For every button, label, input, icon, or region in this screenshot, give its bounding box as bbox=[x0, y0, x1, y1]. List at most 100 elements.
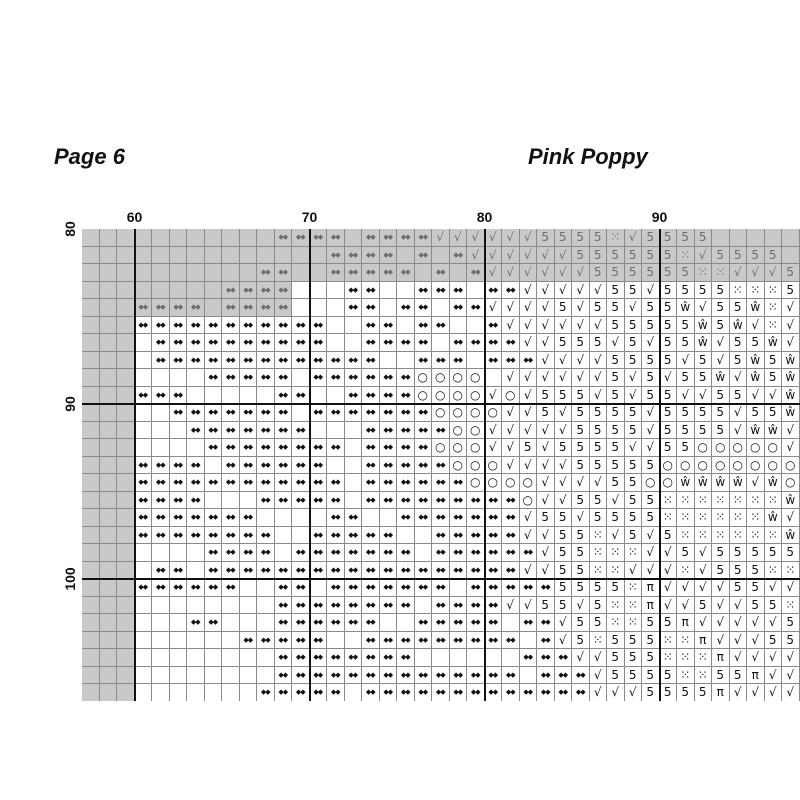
stitch-cell: ◆◆ bbox=[187, 509, 205, 527]
stitch-cell: ◆◆ bbox=[309, 544, 327, 562]
stitch-cell: ⁙ bbox=[607, 229, 625, 247]
stitch-cell bbox=[204, 281, 222, 299]
stitch-cell: √ bbox=[467, 246, 485, 264]
stitch-cell bbox=[82, 316, 100, 334]
stitch-cell: 5 bbox=[589, 229, 607, 247]
stitch-cell: 5 bbox=[642, 351, 660, 369]
stitch-cell: 5 bbox=[677, 281, 695, 299]
stitch-cell: 5 bbox=[554, 561, 572, 579]
stitch-cell bbox=[257, 246, 275, 264]
stitch-cell bbox=[82, 596, 100, 614]
stitch-cell: ◆◆ bbox=[362, 456, 380, 474]
stitch-cell: 5 bbox=[659, 526, 677, 544]
stitch-cell bbox=[82, 474, 100, 492]
stitch-cell bbox=[134, 684, 152, 701]
stitch-cell: ◆◆ bbox=[292, 561, 310, 579]
stitch-cell: 5 bbox=[624, 404, 642, 422]
stitch-cell: ⁙ bbox=[624, 596, 642, 614]
stitch-cell: ◆◆ bbox=[554, 649, 572, 667]
stitch-cell: ◆◆ bbox=[519, 351, 537, 369]
stitch-cell: 5 bbox=[747, 334, 765, 352]
stitch-cell: √ bbox=[554, 404, 572, 422]
stitch-cell: 5 bbox=[729, 386, 747, 404]
stitch-cell: ◆◆ bbox=[467, 614, 485, 632]
stitch-cell: √ bbox=[537, 544, 555, 562]
stitch-cell: 5 bbox=[624, 421, 642, 439]
stitch-cell: √ bbox=[764, 666, 782, 684]
stitch-cell: ◆◆ bbox=[432, 491, 450, 509]
stitch-cell: π bbox=[642, 596, 660, 614]
stitch-cell: ◆◆ bbox=[309, 614, 327, 632]
stitch-cell: ◆◆ bbox=[327, 666, 345, 684]
stitch-cell: ◆◆ bbox=[449, 544, 467, 562]
stitch-cell bbox=[432, 299, 450, 317]
stitch-cell: √ bbox=[747, 631, 765, 649]
stitch-cell bbox=[397, 246, 415, 264]
stitch-cell: ◆◆ bbox=[379, 526, 397, 544]
stitch-cell: ◆◆ bbox=[414, 666, 432, 684]
stitch-cell: ◆◆ bbox=[467, 509, 485, 527]
stitch-cell: ◆◆ bbox=[344, 264, 362, 282]
stitch-cell: ◆◆ bbox=[274, 439, 292, 457]
stitch-cell: ◆◆ bbox=[309, 474, 327, 492]
stitch-cell: 5 bbox=[624, 264, 642, 282]
stitch-cell: ◆◆ bbox=[222, 299, 240, 317]
stitch-cell: ◆◆ bbox=[239, 421, 257, 439]
stitch-cell: ◆◆ bbox=[362, 474, 380, 492]
stitch-cell: ◆◆ bbox=[152, 456, 170, 474]
stitch-cell: √ bbox=[624, 386, 642, 404]
stitch-cell: 5 bbox=[677, 334, 695, 352]
stitch-cell: 5 bbox=[659, 281, 677, 299]
stitch-cell: √ bbox=[729, 264, 747, 282]
stitch-cell: π bbox=[694, 631, 712, 649]
stitch-cell bbox=[117, 456, 135, 474]
stitch-cell: ◆◆ bbox=[432, 579, 450, 597]
stitch-cell: 5 bbox=[607, 316, 625, 334]
stitch-cell: 5 bbox=[782, 264, 800, 282]
stitch-cell: 5 bbox=[624, 491, 642, 509]
stitch-cell bbox=[204, 299, 222, 317]
stitch-cell: 5 bbox=[572, 579, 590, 597]
stitch-cell: ⁙ bbox=[677, 631, 695, 649]
stitch-cell: 5 bbox=[607, 264, 625, 282]
row-number: 90 bbox=[62, 396, 78, 412]
stitch-cell: 5 bbox=[589, 579, 607, 597]
stitch-cell: 5 bbox=[729, 561, 747, 579]
stitch-cell: 5 bbox=[764, 369, 782, 387]
stitch-cell: √ bbox=[519, 264, 537, 282]
stitch-cell bbox=[309, 509, 327, 527]
stitch-cell: 5 bbox=[712, 561, 730, 579]
stitch-cell: √ bbox=[729, 631, 747, 649]
stitch-cell bbox=[467, 649, 485, 667]
stitch-cell: ŵ bbox=[712, 474, 730, 492]
stitch-cell bbox=[309, 299, 327, 317]
stitch-cell: ◆◆ bbox=[169, 316, 187, 334]
stitch-cell bbox=[257, 596, 275, 614]
stitch-cell: ◆◆ bbox=[379, 561, 397, 579]
stitch-cell: ◆◆ bbox=[292, 229, 310, 247]
stitch-cell: 5 bbox=[589, 246, 607, 264]
stitch-cell: ◆◆ bbox=[274, 666, 292, 684]
stitch-cell: ◆◆ bbox=[239, 281, 257, 299]
stitch-cell: ◆◆ bbox=[309, 456, 327, 474]
stitch-cell: √ bbox=[729, 404, 747, 422]
stitch-cell: ○ bbox=[432, 369, 450, 387]
stitch-cell: ◆◆ bbox=[467, 684, 485, 701]
stitch-cell: ◆◆ bbox=[502, 684, 520, 701]
stitch-cell: ◆◆ bbox=[467, 526, 485, 544]
pattern-title: Pink Poppy bbox=[528, 144, 648, 169]
stitch-cell: ◆◆ bbox=[309, 439, 327, 457]
stitch-cell: 5 bbox=[607, 299, 625, 317]
stitch-cell bbox=[169, 649, 187, 667]
stitch-cell bbox=[379, 509, 397, 527]
stitch-cell: √ bbox=[624, 229, 642, 247]
stitch-cell: ◆◆ bbox=[362, 421, 380, 439]
stitch-cell bbox=[187, 369, 205, 387]
stitch-cell bbox=[204, 596, 222, 614]
stitch-cell bbox=[134, 439, 152, 457]
stitch-cell: ◆◆ bbox=[134, 299, 152, 317]
stitch-cell: ◆◆ bbox=[362, 631, 380, 649]
stitch-cell: ◆◆ bbox=[239, 456, 257, 474]
stitch-cell: ◆◆ bbox=[134, 316, 152, 334]
stitch-cell: ◆◆ bbox=[239, 334, 257, 352]
